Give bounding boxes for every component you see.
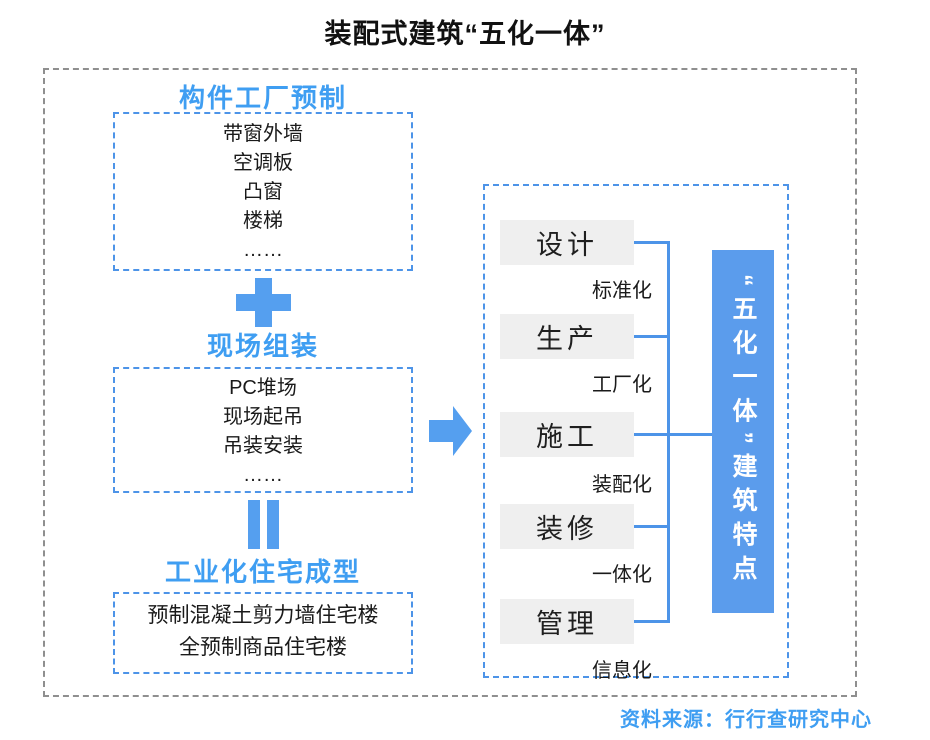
- process-sublabel-design: 标准化: [592, 280, 652, 302]
- process-label-production: 生产: [500, 314, 634, 359]
- connector-management: [634, 620, 668, 623]
- step1-item: 空调板: [233, 152, 293, 174]
- step1-box: 带窗外墙 空调板 凸窗 楼梯 ……: [113, 112, 413, 271]
- process-label-management: 管理: [500, 599, 634, 644]
- step2-heading: 现场组装: [206, 331, 319, 361]
- connector-production: [634, 335, 668, 338]
- connector-to-result: [667, 433, 712, 436]
- plus-icon: [236, 278, 291, 327]
- step3-item: 全预制商品住宅楼: [179, 636, 347, 659]
- step2-item: ……: [243, 464, 283, 486]
- source-note: 资料来源：行行查研究中心: [620, 709, 872, 731]
- process-label-decoration: 装修: [500, 504, 634, 549]
- step1-item: 楼梯: [243, 210, 283, 232]
- process-sublabel-decoration: 一体化: [592, 564, 652, 586]
- process-label-construction: 施工: [500, 412, 634, 457]
- process-sublabel-production: 工厂化: [592, 374, 652, 396]
- process-panel: 设计 标准化 生产 工厂化 施工 装配化 装修 一体化 管理 信息化 “五化一体…: [483, 184, 789, 682]
- connector-design: [634, 241, 668, 244]
- step2-item: 现场起吊: [223, 406, 303, 428]
- right-arrow-icon: [429, 406, 472, 456]
- equals-icon: [248, 500, 279, 549]
- step1-item: ……: [243, 239, 283, 261]
- result-box-text: “五化一体”建筑特点: [729, 274, 757, 589]
- diagram-frame: [43, 68, 857, 697]
- diagram-title: 装配式建筑“五化一体”: [324, 19, 606, 49]
- step1-item: 带窗外墙: [223, 123, 303, 145]
- step2-item: 吊装安装: [223, 435, 303, 457]
- step1-item: 凸窗: [243, 181, 283, 203]
- step3-box: 预制混凝土剪力墙住宅楼 全预制商品住宅楼: [113, 592, 413, 674]
- connector-spine: [667, 241, 670, 623]
- step2-box: PC堆场 现场起吊 吊装安装 ……: [113, 367, 413, 493]
- step3-heading: 工业化住宅成型: [164, 557, 361, 587]
- process-label-design: 设计: [500, 220, 634, 265]
- process-sublabel-management: 信息化: [592, 660, 652, 682]
- process-sublabel-construction: 装配化: [592, 474, 652, 496]
- step3-item: 预制混凝土剪力墙住宅楼: [147, 604, 379, 627]
- connector-construction: [634, 433, 668, 436]
- result-box: “五化一体”建筑特点: [712, 250, 774, 613]
- step2-item: PC堆场: [229, 377, 297, 399]
- connector-decoration: [634, 525, 668, 528]
- step1-heading: 构件工厂预制: [178, 83, 347, 113]
